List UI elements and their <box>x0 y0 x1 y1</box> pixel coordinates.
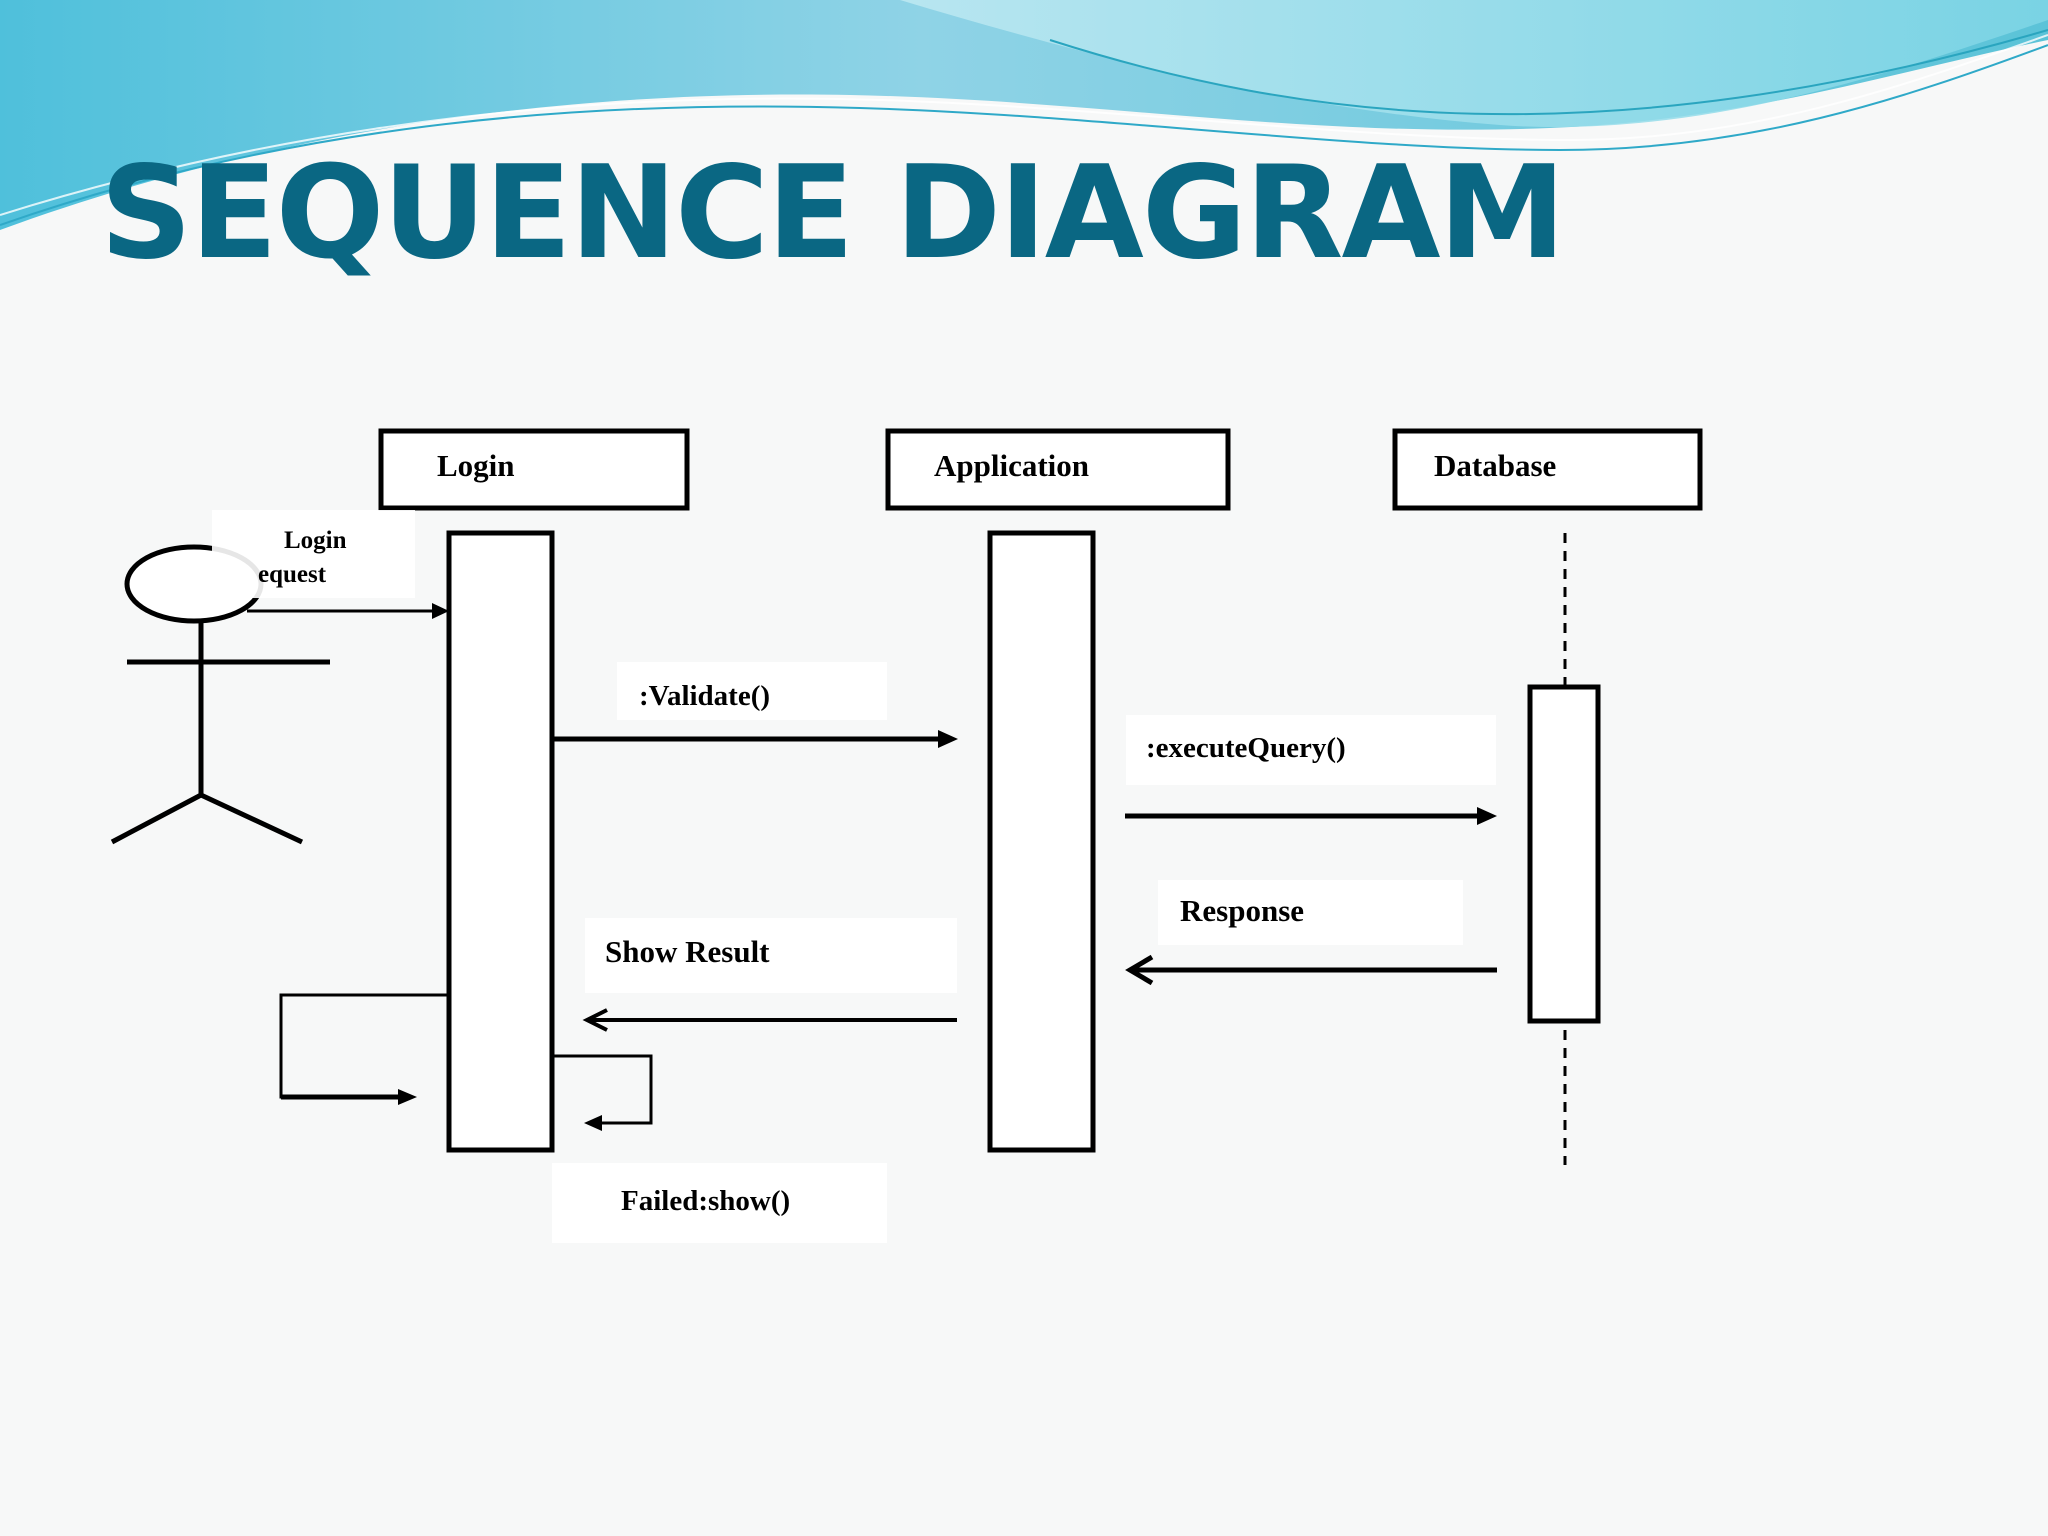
message-login-request-line1: Login <box>284 527 347 554</box>
open-arrowhead-icon <box>1125 954 1154 986</box>
arrowhead-icon <box>398 1089 417 1105</box>
message-execute-query: :executeQuery() <box>1125 715 1497 825</box>
message-response: Response <box>1125 880 1497 986</box>
lifeline-database-label: Database <box>1434 448 1556 483</box>
lifeline-application: Application <box>885 428 1231 511</box>
message-show-result-label: Show Result <box>605 934 770 969</box>
self-loop-failed <box>553 1054 653 1131</box>
arrowhead-icon <box>432 603 449 619</box>
lifeline-database: Database <box>1392 428 1703 511</box>
activation-bar-login <box>446 530 555 1153</box>
actor-stick-figure <box>110 544 330 845</box>
message-response-label: Response <box>1180 893 1304 928</box>
message-validate-label: :Validate() <box>639 680 770 712</box>
activation-bar-application <box>987 530 1096 1153</box>
self-loop-left <box>279 993 449 1105</box>
message-login-request-line2: equest <box>258 561 327 588</box>
arrowhead-icon <box>1477 807 1497 825</box>
message-failed-show-label: Failed:show() <box>621 1185 790 1217</box>
message-failed-show: Failed:show() <box>552 1163 887 1243</box>
page-title: SEQUENCE DIAGRAM <box>100 139 1566 288</box>
arrowhead-icon <box>938 730 958 748</box>
header-wave-decoration <box>0 0 2048 230</box>
activation-bar-database <box>1527 684 1601 1024</box>
lifeline-login-label: Login <box>437 448 515 483</box>
lifeline-application-label: Application <box>934 448 1089 483</box>
message-login-request: Login equest <box>212 510 449 619</box>
message-show-result: Show Result <box>582 918 957 1032</box>
lifeline-login: Login <box>378 428 690 511</box>
arrowhead-icon <box>584 1115 602 1131</box>
message-validate: :Validate() <box>553 662 958 748</box>
open-arrowhead-icon <box>582 1008 608 1032</box>
message-execute-query-label: :executeQuery() <box>1146 732 1346 764</box>
